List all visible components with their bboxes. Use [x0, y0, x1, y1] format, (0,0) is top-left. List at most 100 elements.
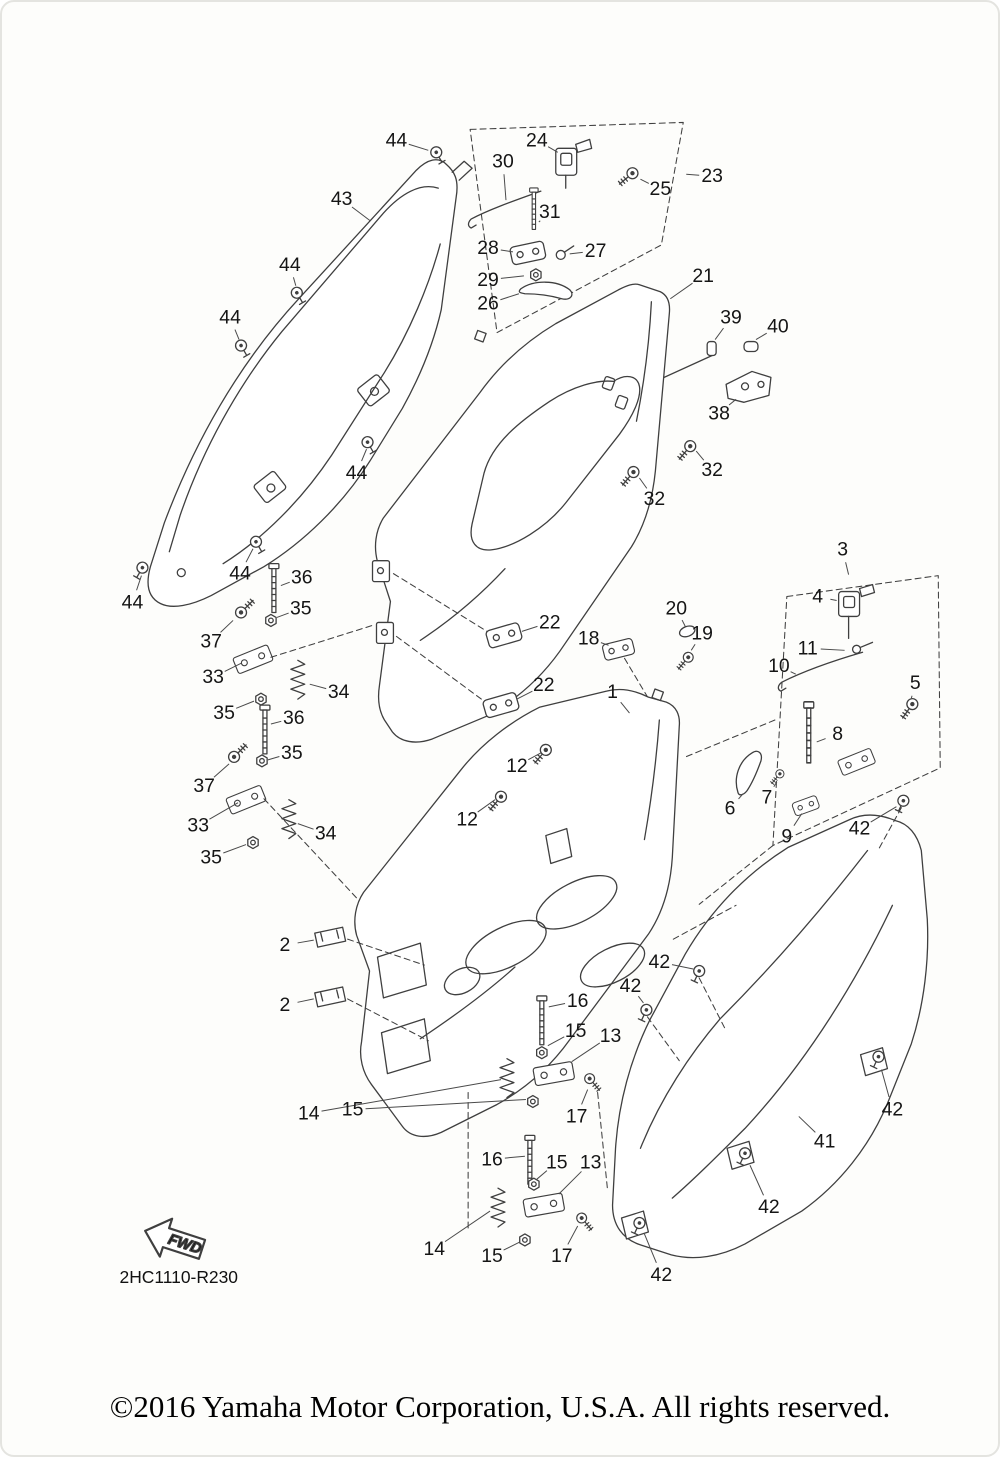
callout-number: 42 [651, 1264, 673, 1286]
callout-number: 9 [781, 826, 792, 848]
callout-number: 44 [386, 129, 408, 151]
callout-number: 44 [229, 563, 251, 585]
callout-leader-line [790, 671, 797, 675]
callout-leader-line [548, 1003, 566, 1008]
lower-bracket-hardware-lower [467, 1092, 609, 1247]
callout-leader-line [234, 329, 240, 340]
callout-number: 23 [701, 165, 723, 187]
callout-number: 8 [832, 723, 843, 745]
callout-number: 21 [692, 265, 714, 287]
callout-number: 44 [346, 462, 368, 484]
right-latch-assembly [735, 583, 921, 817]
callout-number: 43 [331, 188, 353, 210]
callout-number: 42 [649, 951, 671, 973]
panel-1 [354, 688, 681, 1138]
callout-leader-line [816, 738, 826, 743]
callout-number: 44 [122, 592, 144, 614]
callout-leader-line [309, 683, 327, 690]
callout-leader-line [793, 813, 803, 826]
callout-leader-line [695, 450, 705, 461]
screw-42-set [628, 792, 912, 1237]
callout-leader-line [276, 612, 289, 618]
callout-number: 35 [290, 597, 312, 619]
callout-leader-line [571, 1042, 601, 1063]
callout-leader-line [567, 1225, 579, 1245]
callout-number: 40 [767, 316, 789, 338]
callout-number: 20 [665, 597, 687, 619]
callout-number: 16 [481, 1148, 503, 1170]
callout-number: 4 [812, 586, 823, 608]
callout-number: 22 [533, 674, 555, 696]
callout-number: 1 [607, 681, 618, 703]
callout-number: 22 [539, 611, 561, 633]
callout-leader-line [213, 763, 230, 778]
callout-number: 11 [798, 637, 818, 659]
callout-leader-line [671, 964, 694, 970]
callout-leader-line [536, 1170, 548, 1180]
callout-number: 42 [849, 818, 871, 840]
callout-leader-line [504, 1155, 525, 1159]
callout-number: 14 [423, 1238, 445, 1260]
callout-number: 30 [492, 150, 514, 172]
callout-leader-line [830, 598, 837, 602]
callout-leader-line [755, 332, 767, 340]
callout-leader-line [351, 206, 371, 222]
callout-number: 5 [910, 672, 921, 694]
callout-leader-line [500, 275, 524, 279]
callout-leader-line [681, 619, 686, 627]
callout-leader-line [547, 146, 559, 153]
callout-leader-line [643, 1233, 657, 1264]
left-bracket-hardware-lower [225, 704, 364, 905]
callout-number: 36 [291, 567, 313, 589]
callout-leader-line [620, 701, 630, 714]
callout-leader-line [690, 643, 696, 651]
left-bracket-hardware-upper [232, 563, 374, 706]
callout-number: 29 [477, 269, 499, 291]
callout-leader-line [870, 806, 897, 823]
callout-leader-line [503, 1241, 521, 1251]
callout-number: 33 [187, 815, 209, 837]
callout-number: 27 [585, 240, 607, 262]
callout-number: 2 [279, 994, 290, 1016]
callout-leader-line [528, 752, 542, 761]
callout-leader-line [223, 844, 247, 854]
callout-number: 35 [213, 702, 235, 724]
callout-number: 39 [720, 307, 742, 329]
callout-leader-line [521, 625, 538, 632]
callout-number: 17 [551, 1245, 573, 1267]
callout-leader-line [280, 581, 290, 587]
callout-leader-line [749, 1165, 764, 1196]
subassembly-box-23 [467, 121, 684, 334]
callout-number: 7 [762, 787, 773, 809]
callout-leader-line [444, 1210, 491, 1243]
callout-leader-line [880, 1069, 890, 1098]
copyright-text: ©2016 Yamaha Motor Corporation, U.S.A. A… [109, 1389, 891, 1424]
callout-number: 10 [768, 655, 790, 677]
callout-leader-line [297, 939, 314, 944]
callout-leader-line [503, 174, 507, 201]
callout-number: 42 [882, 1098, 904, 1120]
callout-number: 41 [814, 1130, 836, 1152]
copyright-footer: ©2016 Yamaha Motor Corporation, U.S.A. A… [2, 1389, 998, 1425]
callout-leader-line [361, 448, 367, 462]
callout-leader-line [297, 823, 314, 830]
callout-number: 42 [620, 975, 642, 997]
callout-leader-line [845, 562, 850, 575]
callout-number: 15 [481, 1245, 503, 1267]
callout-leader-line [637, 995, 644, 1004]
callout-leader-line [292, 277, 297, 286]
callout-number: 35 [281, 742, 303, 764]
callout-number: 19 [691, 622, 713, 644]
callout-leader-line [639, 477, 648, 489]
callout-leader-line [365, 1099, 526, 1110]
callout-number: 17 [566, 1105, 588, 1127]
callout-number: 34 [315, 823, 337, 845]
callout-leader-line [220, 620, 234, 633]
callout-leader-line [773, 781, 778, 788]
callout-leader-line [686, 173, 700, 176]
callout-number: 13 [580, 1151, 602, 1173]
callout-number: 32 [701, 459, 723, 481]
